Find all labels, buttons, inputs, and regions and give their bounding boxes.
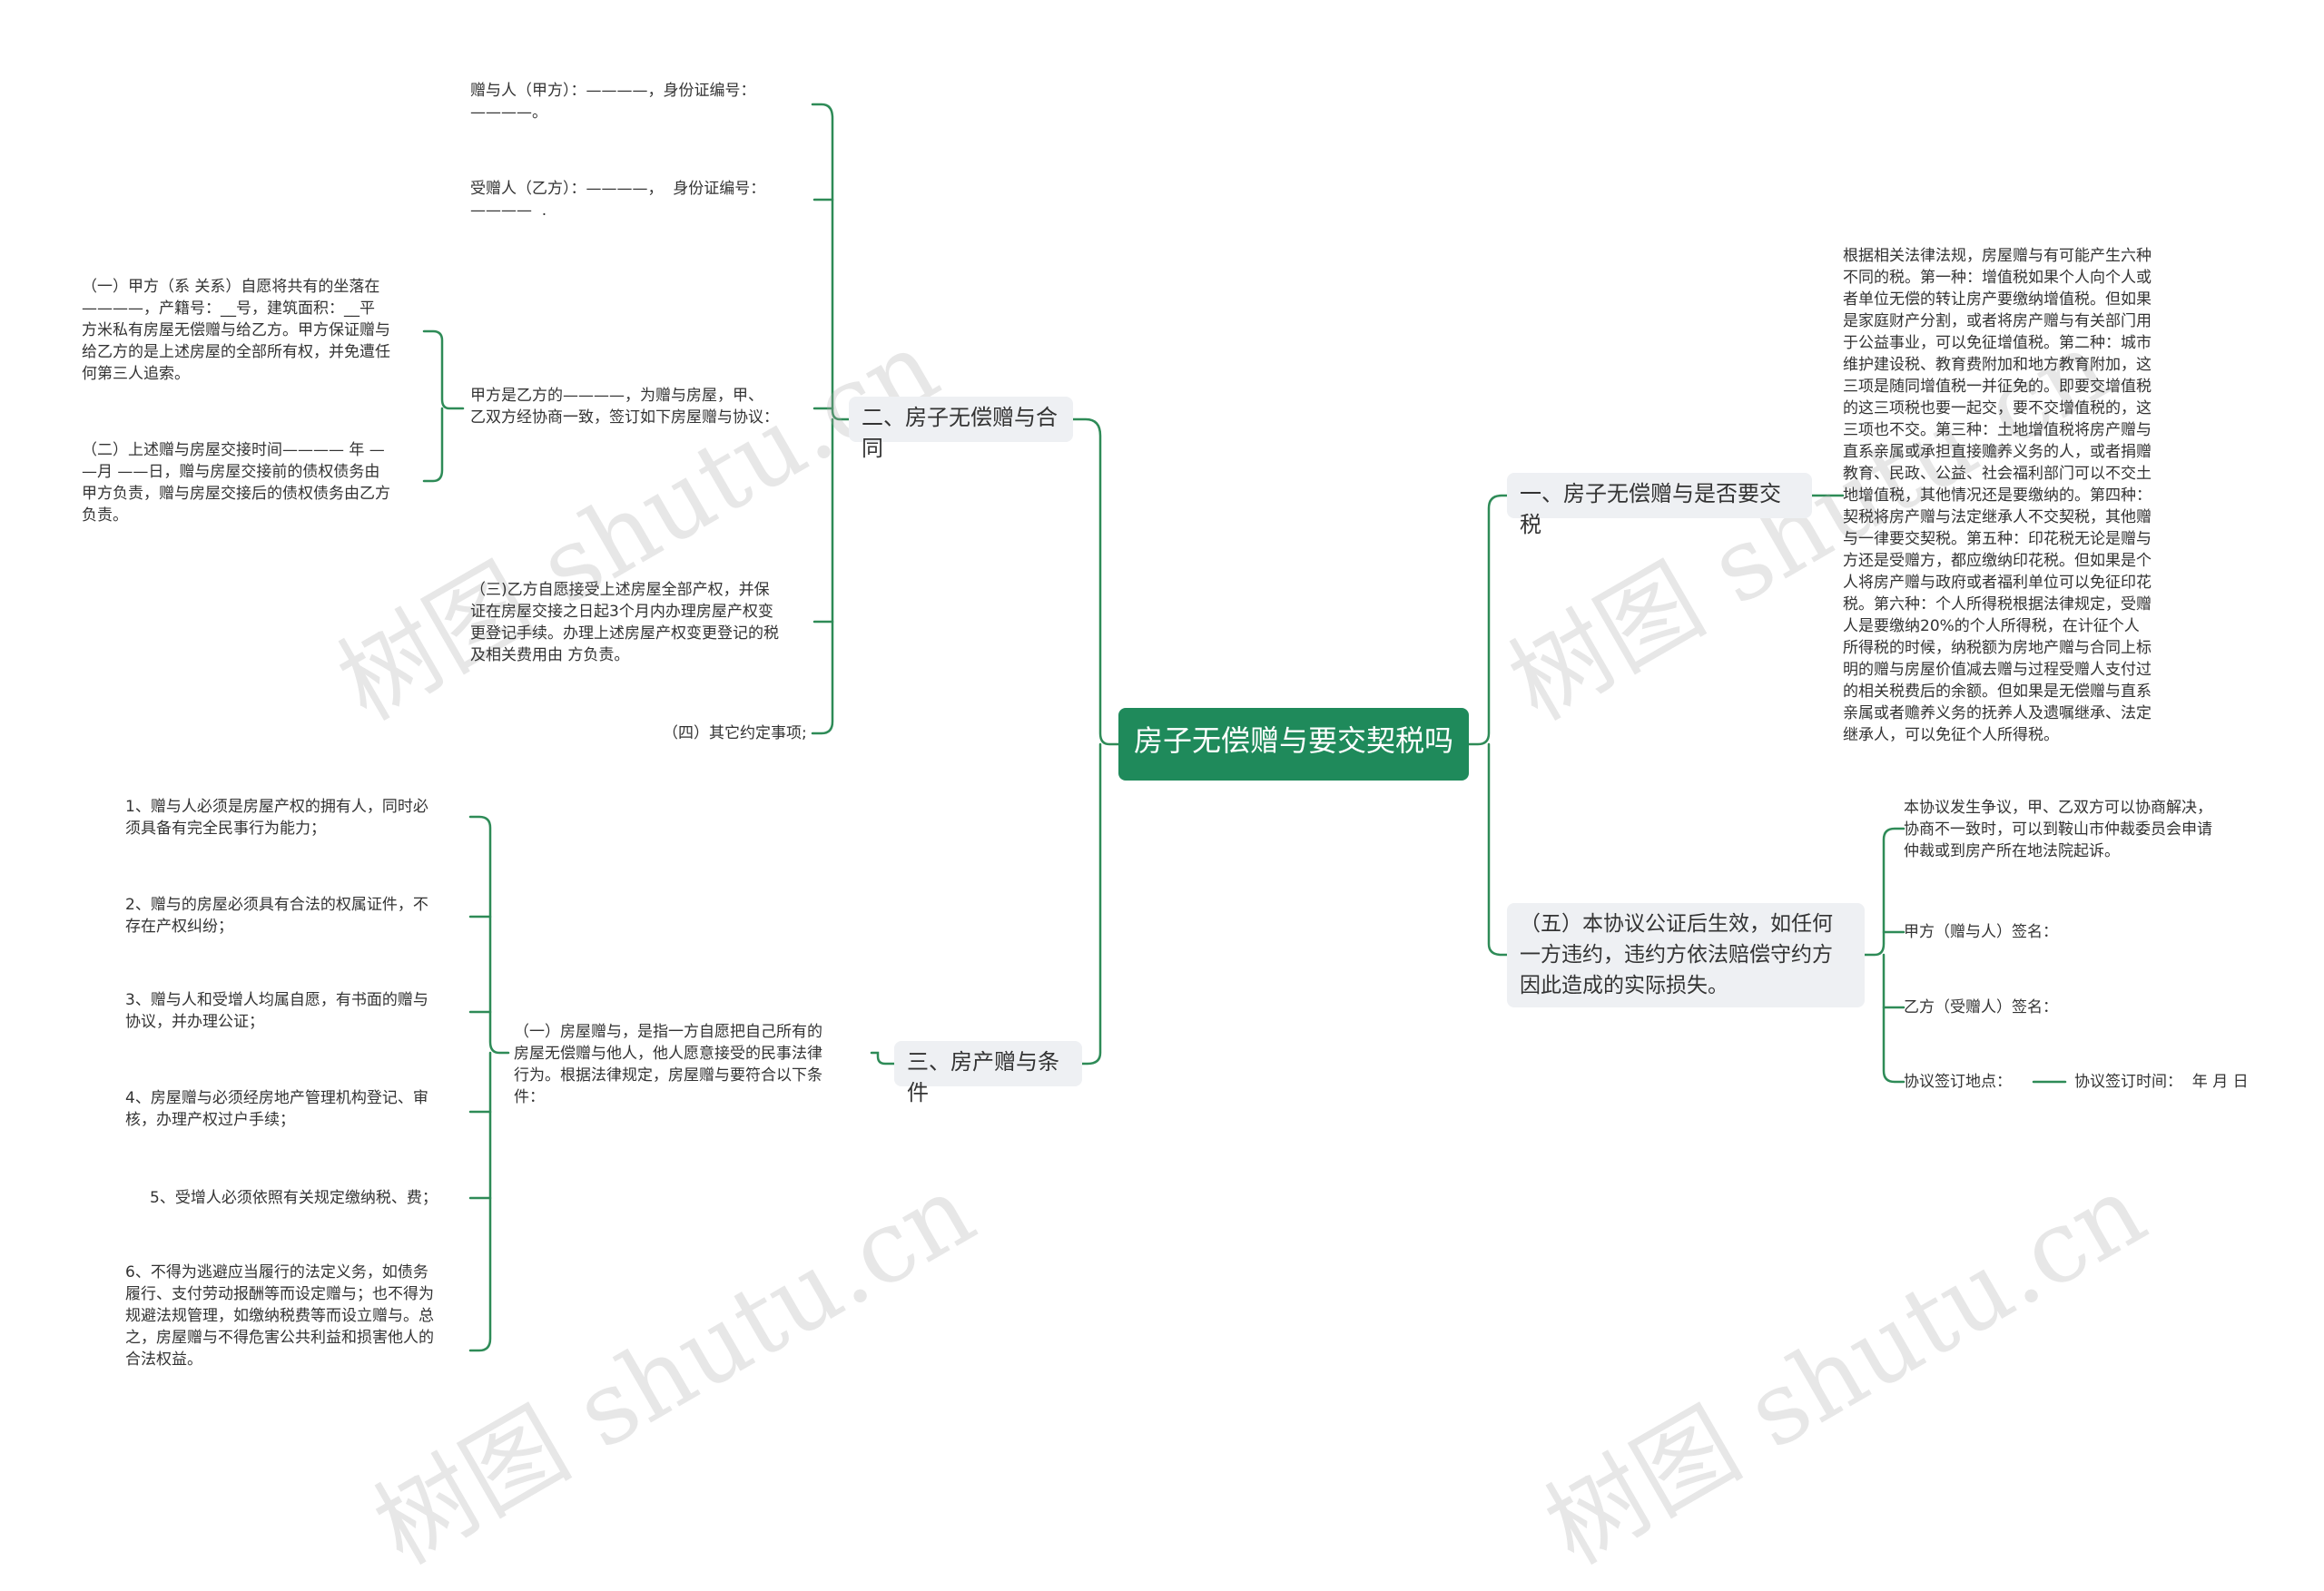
tax-explanation: 根据相关法律法规，房屋赠与有可能产生六种 不同的税。第一种：增值税如果个人向个人…: [1843, 247, 2152, 744]
contract-clause-3: （三)乙方自愿接受上述房屋全部产权，并保 证在房屋交接之日起3个月内办理房屋产权…: [470, 581, 779, 664]
condition-item: 2、赠与的房屋必须具有合法的权属证件，不 存在产权纠纷；: [125, 896, 428, 936]
effect-party-a: 甲方（赠与人）签名：: [1904, 923, 2058, 941]
effect-place: 协议签订地点：: [1904, 1073, 2012, 1091]
effect-time: 协议签订时间： 年 月 日: [2074, 1073, 2249, 1091]
conditions-intro: （一）房屋赠与，是指一方自愿把自己所有的 房屋无偿赠与他人，他人愿意接受的民事法…: [514, 1023, 822, 1106]
branch-conditions[interactable]: 三、房产赠与条件: [894, 1041, 1082, 1105]
contract-clause-4: （四）其它约定事项;: [663, 724, 807, 742]
condition-item: 1、赠与人必须是房屋产权的拥有人，同时必 须具备有完全民事行为能力；: [125, 798, 428, 838]
branch-effect[interactable]: （五）本协议公证后生效，如任何 一方违约，违约方依法赔偿守约方 因此造成的实际损…: [1507, 903, 1865, 1007]
condition-item: 5、受增人必须依照有关规定缴纳税、费；: [150, 1189, 438, 1207]
condition-item: 4、房屋赠与必须经房地产管理机构登记、审 核，办理产权过户手续；: [125, 1089, 428, 1129]
contract-recipient: 受赠人（乙方）：————， 身份证编号： ———— .: [470, 180, 766, 220]
condition-item: 3、赠与人和受增人均属自愿，有书面的赠与 协议，并办理公证；: [125, 991, 428, 1031]
connector-lines: [422, 103, 2067, 1352]
condition-item: 6、不得为逃避应当履行的法定义务，如债务 履行、支付劳动报酬等而设定赠与；也不得…: [125, 1263, 434, 1369]
root-node[interactable]: 房子无偿赠与要交契税吗: [1118, 708, 1469, 781]
branch-contract[interactable]: 二、房子无偿赠与合同: [849, 397, 1073, 461]
contract-clause-1: （一）甲方（系 关系）自愿将共有的坐落在 ————，产籍号：__号，建筑面积：_…: [82, 278, 390, 383]
effect-party-b: 乙方（受赠人）签名：: [1904, 998, 2058, 1016]
contract-agreement: 甲方是乙方的————，为赠与房屋，甲、 乙双方经协商一致，签订如下房屋赠与协议：: [470, 387, 779, 427]
contract-clause-2: （二）上述赠与房屋交接时间———— 年 — —月 ——日，赠与房屋交接前的债权债…: [82, 441, 390, 525]
effect-dispute: 本协议发生争议，甲、乙双方可以协商解决， 协商不一致时，可以到鞍山市仲裁委员会申…: [1904, 799, 2212, 860]
branch-tax[interactable]: 一、房子无偿赠与是否要交税: [1507, 473, 1812, 537]
contract-donor: 赠与人（甲方）：————，身份证编号： ————。: [470, 82, 756, 122]
